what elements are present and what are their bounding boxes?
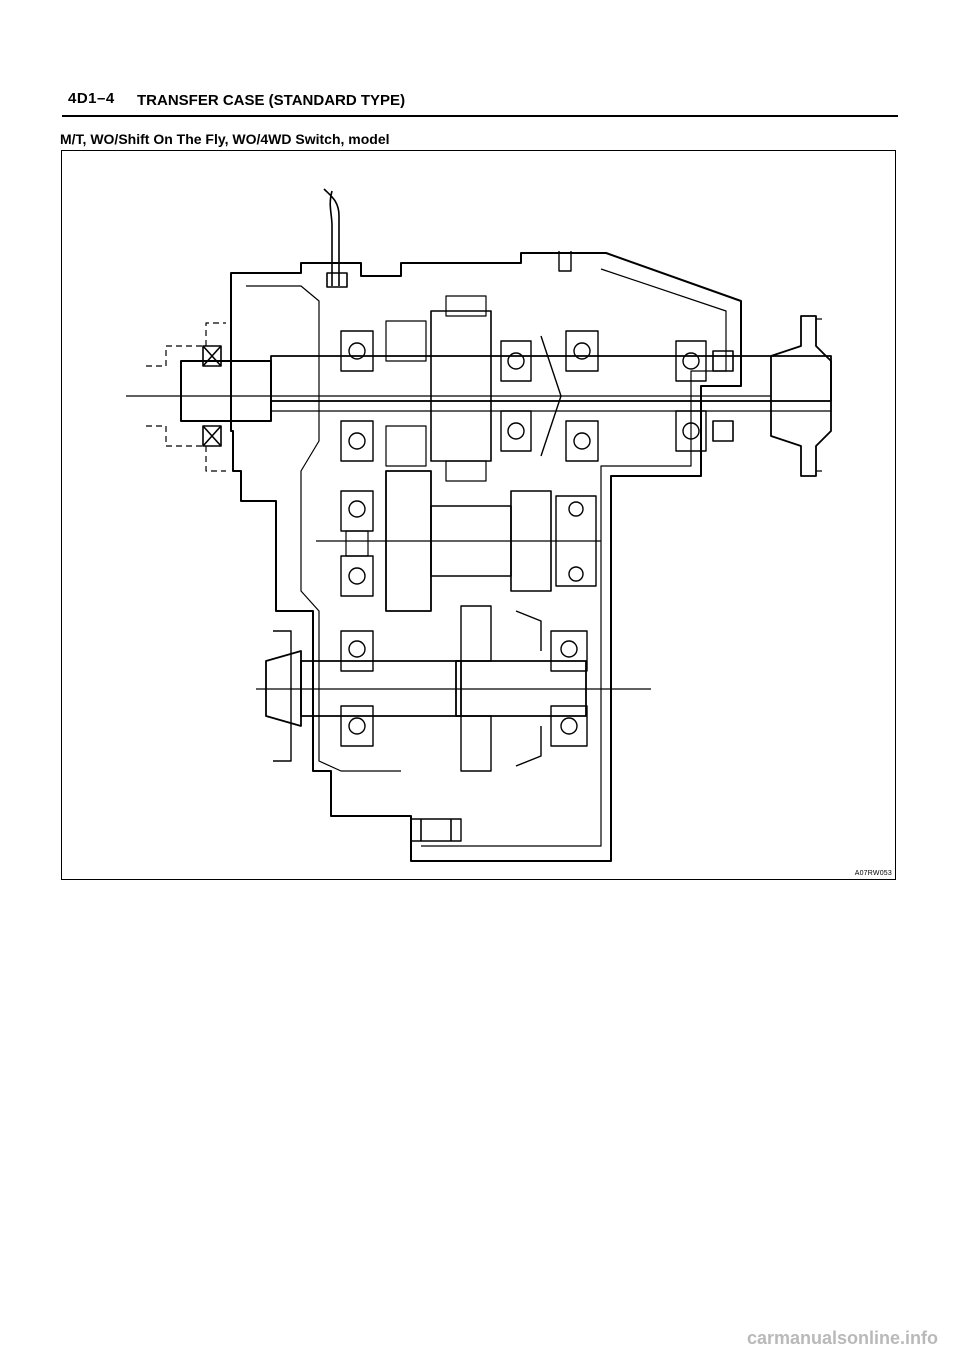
header-rule [62, 115, 898, 117]
watermark: carmanualsonline.info [746, 1328, 938, 1348]
page-number: 4D1–4 [68, 90, 115, 107]
figure-frame: A07RW053 [61, 150, 896, 880]
figure-code: A07RW053 [854, 870, 892, 877]
transfer-case-drawing [126, 188, 832, 862]
section-title: TRANSFER CASE (STANDARD TYPE) [137, 92, 406, 109]
figure-title: M/T, WO/Shift On The Fly, WO/4WD Switch,… [60, 131, 390, 147]
